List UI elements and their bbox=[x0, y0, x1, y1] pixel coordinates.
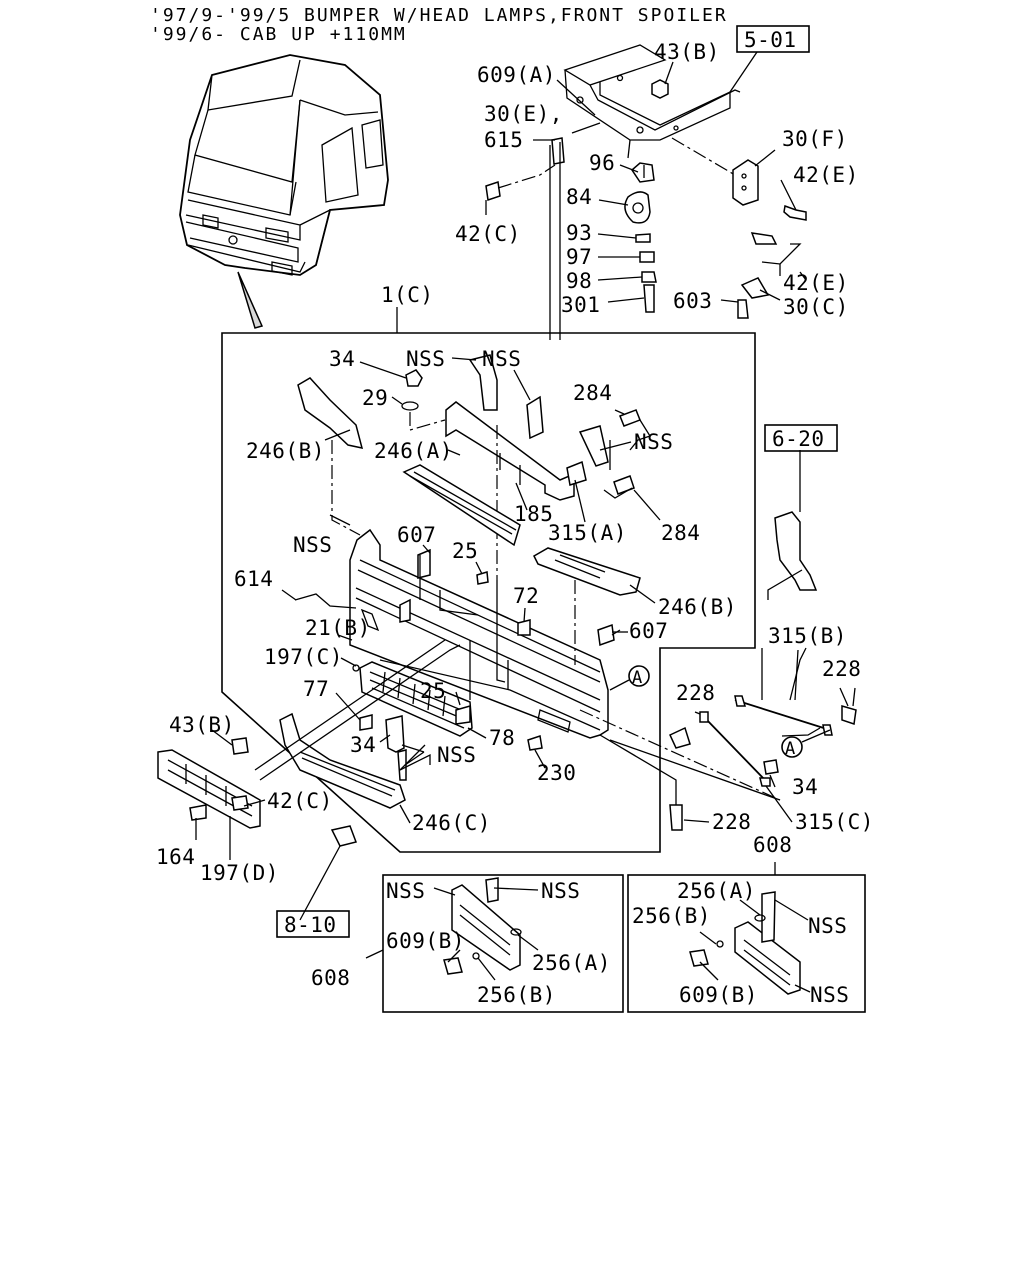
label-30c: 30(C) bbox=[783, 295, 849, 319]
lower-grille-197d bbox=[157, 737, 357, 921]
label-nss-7: NSS bbox=[541, 879, 580, 903]
grille-panels bbox=[279, 377, 641, 809]
label-256a-right: 256(A) bbox=[677, 879, 756, 903]
label-609b-left: 609(B) bbox=[386, 929, 465, 953]
inset-box-right bbox=[627, 874, 866, 1013]
label-29: 29 bbox=[362, 386, 388, 410]
leader-lines bbox=[211, 61, 849, 993]
truck-cab-drawing bbox=[179, 54, 389, 329]
upper-bracket-assembly bbox=[401, 354, 651, 580]
inset-left-parts bbox=[443, 877, 522, 975]
label-78: 78 bbox=[489, 726, 515, 750]
label-609b-right: 609(B) bbox=[679, 983, 758, 1007]
label-34-top: 34 bbox=[329, 347, 355, 371]
label-77: 77 bbox=[303, 677, 329, 701]
label-315c: 315(C) bbox=[795, 810, 874, 834]
label-256a-left: 256(A) bbox=[532, 951, 611, 975]
label-nss-5: NSS bbox=[437, 743, 476, 767]
assembly-lines-top bbox=[497, 137, 802, 340]
label-197d: 197(D) bbox=[200, 861, 279, 885]
frame-bracket bbox=[563, 44, 741, 159]
label-228-right: 228 bbox=[822, 657, 861, 681]
assembly-lines-inner bbox=[254, 440, 781, 805]
ref-label-6-20: 6-20 bbox=[772, 427, 825, 451]
label-25-mid: 25 bbox=[420, 679, 446, 703]
label-608-bot: 608 bbox=[311, 966, 350, 990]
label-nss-6: NSS bbox=[386, 879, 425, 903]
label-615: 615 bbox=[484, 128, 523, 152]
circle-marker-a-bumper: A bbox=[609, 665, 650, 691]
label-25-top: 25 bbox=[452, 539, 478, 563]
label-228-left: 228 bbox=[676, 681, 715, 705]
label-nss-2: NSS bbox=[482, 347, 521, 371]
strut-assembly bbox=[669, 450, 857, 831]
label-43b-top: 43(B) bbox=[654, 40, 720, 64]
label-nss-8: NSS bbox=[808, 914, 847, 938]
label-246b-right: 246(B) bbox=[658, 595, 737, 619]
label-97: 97 bbox=[566, 245, 592, 269]
label-1c: 1(C) bbox=[381, 283, 434, 307]
label-607-right: 607 bbox=[629, 619, 668, 643]
label-230: 230 bbox=[537, 761, 576, 785]
label-284-bot: 284 bbox=[661, 521, 700, 545]
label-42c-top: 42(C) bbox=[455, 222, 521, 246]
label-228-bot: 228 bbox=[712, 810, 751, 834]
label-nss-9: NSS bbox=[810, 983, 849, 1007]
label-93: 93 bbox=[566, 221, 592, 245]
part-labels: 609(A) 43(B) 30(E), 615 96 30(F) 84 42(E… bbox=[156, 40, 874, 1007]
label-21b: 21(B) bbox=[305, 616, 371, 640]
label-30f: 30(F) bbox=[782, 127, 848, 151]
ref-box-8-10: 8-10 bbox=[276, 910, 350, 938]
label-315a: 315(A) bbox=[548, 521, 627, 545]
circle-marker-a-strut: A bbox=[781, 729, 831, 759]
label-42c-bot: 42(C) bbox=[267, 789, 333, 813]
circle-marker-a-text-2: A bbox=[785, 739, 796, 759]
ref-label-5-01: 5-01 bbox=[744, 28, 797, 52]
label-608-top: 608 bbox=[753, 833, 792, 857]
label-34-right: 34 bbox=[792, 775, 818, 799]
label-246a: 246(A) bbox=[374, 439, 453, 463]
label-42e-2: 42(E) bbox=[783, 271, 849, 295]
title-line-1: '97/9-'99/5 BUMPER W/HEAD LAMPS,FRONT SP… bbox=[150, 5, 728, 26]
label-96: 96 bbox=[589, 151, 615, 175]
label-301: 301 bbox=[561, 293, 600, 317]
label-nss-3: NSS bbox=[634, 430, 673, 454]
label-164: 164 bbox=[156, 845, 195, 869]
label-185: 185 bbox=[514, 502, 553, 526]
label-246c: 246(C) bbox=[412, 811, 491, 835]
ref-label-8-10: 8-10 bbox=[284, 913, 337, 937]
label-nss-1: NSS bbox=[406, 347, 445, 371]
label-256b-left: 256(B) bbox=[477, 983, 556, 1007]
label-84: 84 bbox=[566, 185, 592, 209]
label-284-top: 284 bbox=[573, 381, 612, 405]
diagram-title: '97/9-'99/5 BUMPER W/HEAD LAMPS,FRONT SP… bbox=[150, 5, 728, 45]
label-nss-4: NSS bbox=[293, 533, 332, 557]
label-256b-right: 256(B) bbox=[632, 904, 711, 928]
inset-right-parts bbox=[689, 891, 801, 995]
title-line-2: '99/6- CAB UP +110MM bbox=[150, 24, 407, 45]
label-603: 603 bbox=[673, 289, 712, 313]
label-34-mid: 34 bbox=[350, 733, 376, 757]
label-98: 98 bbox=[566, 269, 592, 293]
assembly-1c-outline bbox=[221, 332, 756, 853]
inset-box-left bbox=[382, 874, 624, 1013]
ref-box-6-20: 6-20 bbox=[764, 424, 838, 452]
label-72: 72 bbox=[513, 584, 539, 608]
label-614: 614 bbox=[234, 567, 273, 591]
label-30e: 30(E), bbox=[484, 102, 563, 126]
label-197c: 197(C) bbox=[264, 645, 343, 669]
label-43b-left: 43(B) bbox=[169, 713, 235, 737]
circle-marker-a-text-1: A bbox=[632, 668, 643, 688]
label-42e-1: 42(E) bbox=[793, 163, 859, 187]
label-609a: 609(A) bbox=[477, 63, 556, 87]
hook-and-bracket-hardware bbox=[485, 122, 807, 319]
label-315b: 315(B) bbox=[768, 624, 847, 648]
label-607-left: 607 bbox=[397, 523, 436, 547]
label-246b-left: 246(B) bbox=[246, 439, 325, 463]
ref-box-5-01: 5-01 bbox=[729, 25, 810, 93]
front-bumper bbox=[329, 514, 628, 781]
